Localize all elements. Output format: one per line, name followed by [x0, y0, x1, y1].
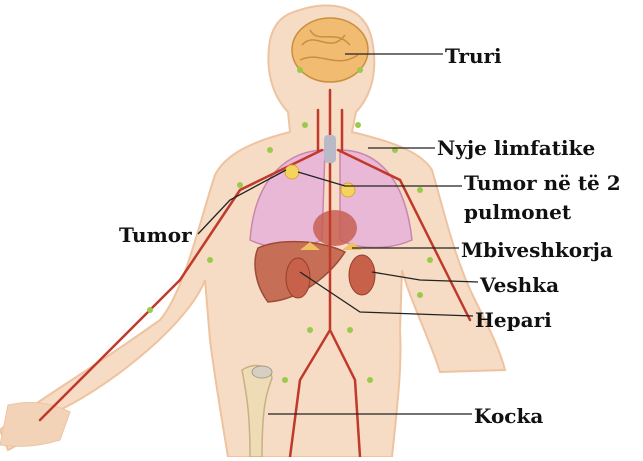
label-lung-tumor-line1: Tumor në të 2	[464, 172, 621, 194]
label-adrenal: Mbiveshkorja	[461, 239, 613, 261]
trachea	[324, 135, 336, 163]
label-liver: Hepari	[475, 309, 552, 331]
right-kidney	[349, 255, 375, 295]
brain	[292, 18, 368, 82]
label-lymph-node: Nyje limfatike	[437, 137, 595, 159]
label-lung-tumor-line2: pulmonet	[464, 201, 571, 223]
bone-lesion	[252, 366, 272, 378]
heart	[313, 210, 357, 246]
left-kidney	[286, 258, 310, 298]
label-tumor: Tumor	[119, 224, 192, 246]
label-kidney: Veshka	[480, 274, 559, 296]
label-brain: Truri	[445, 45, 502, 67]
hand	[0, 402, 70, 446]
label-bone: Kocka	[474, 405, 543, 427]
